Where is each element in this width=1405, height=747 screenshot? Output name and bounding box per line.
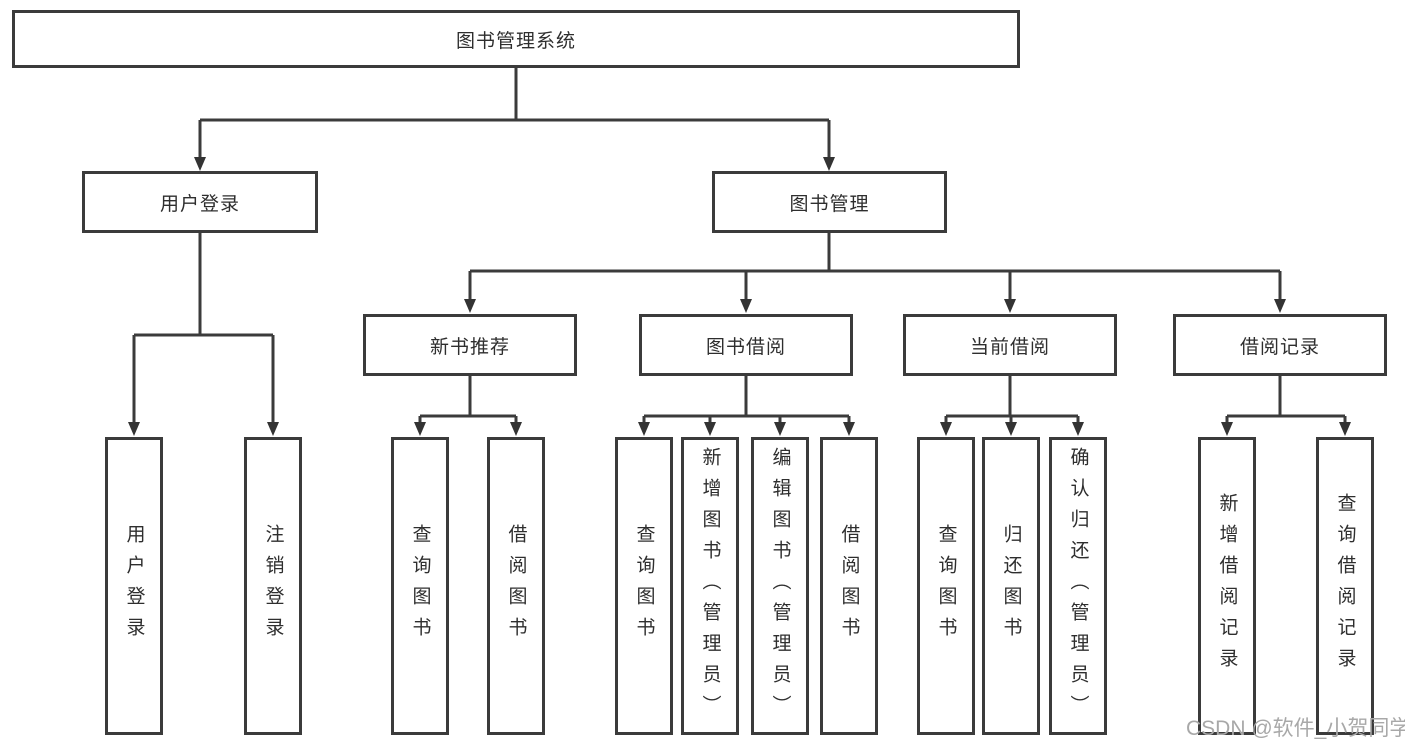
arrowhead — [843, 422, 855, 436]
leaf-current-return: 归还图书 — [982, 437, 1040, 735]
node-book-mgmt-label: 图书管理 — [789, 193, 870, 215]
leaf-borrow-borrow: 借阅图书 — [820, 437, 878, 735]
leaf-records-query-label: 查询借阅记录 — [1334, 493, 1356, 679]
arrowhead — [774, 422, 786, 436]
leaf-newbook-query: 查询图书 — [391, 437, 449, 735]
arrowhead — [1339, 422, 1351, 436]
leaf-records-add: 新增借阅记录 — [1198, 437, 1256, 735]
connector-current-borrow-children — [940, 376, 1084, 436]
node-borrow-records: 借阅记录 — [1173, 314, 1387, 376]
leaf-current-confirm: 确认归还（管理员） — [1049, 437, 1107, 735]
leaf-borrow-query-label: 查询图书 — [633, 524, 655, 648]
arrowhead — [1274, 299, 1286, 313]
connector-new-book-children — [414, 376, 522, 436]
node-book-borrow-label: 图书借阅 — [705, 336, 786, 358]
leaf-logout-label: 注销登录 — [262, 524, 284, 648]
arrowhead — [267, 422, 279, 436]
leaf-borrow-edit: 编辑图书（管理员） — [751, 437, 809, 735]
arrowhead — [1072, 422, 1084, 436]
node-new-book-rec-label: 新书推荐 — [429, 336, 510, 358]
leaf-current-query-label: 查询图书 — [935, 524, 957, 648]
node-user-login-label: 用户登录 — [159, 193, 240, 215]
node-current-borrow: 当前借阅 — [903, 314, 1117, 376]
leaf-newbook-borrow: 借阅图书 — [487, 437, 545, 735]
arrowhead — [1005, 422, 1017, 436]
leaf-borrow-borrow-label: 借阅图书 — [838, 524, 860, 648]
node-new-book-rec: 新书推荐 — [363, 314, 577, 376]
leaf-newbook-query-label: 查询图书 — [409, 524, 431, 648]
arrowhead — [1004, 299, 1016, 313]
leaf-current-confirm-label: 确认归还（管理员） — [1067, 446, 1089, 726]
arrowhead — [464, 299, 476, 313]
node-book-mgmt: 图书管理 — [712, 171, 947, 233]
leaf-borrow-edit-label: 编辑图书（管理员） — [769, 446, 791, 726]
arrowhead — [740, 299, 752, 313]
connector-user-login-children — [128, 233, 279, 436]
leaf-borrow-add: 新增图书（管理员） — [681, 437, 739, 735]
arrowhead — [128, 422, 140, 436]
arrowhead — [510, 422, 522, 436]
connector-book-borrow-children — [638, 376, 855, 436]
node-root: 图书管理系统 — [12, 10, 1020, 68]
leaf-user-login: 用户登录 — [105, 437, 163, 735]
arrowhead — [704, 422, 716, 436]
node-user-login: 用户登录 — [82, 171, 318, 233]
node-current-borrow-label: 当前借阅 — [969, 336, 1050, 358]
leaf-borrow-add-label: 新增图书（管理员） — [699, 446, 721, 726]
node-borrow-records-label: 借阅记录 — [1239, 336, 1320, 358]
leaf-newbook-borrow-label: 借阅图书 — [505, 524, 527, 648]
leaf-current-return-label: 归还图书 — [1000, 524, 1022, 648]
arrowhead — [638, 422, 650, 436]
leaf-user-login-label: 用户登录 — [123, 524, 145, 648]
leaf-current-query: 查询图书 — [917, 437, 975, 735]
arrowhead — [823, 157, 835, 171]
leaf-logout: 注销登录 — [244, 437, 302, 735]
watermark: CSDN @软件_小贺同学 — [1186, 717, 1405, 740]
arrowhead — [194, 157, 206, 171]
connector-root-to-level1 — [194, 68, 835, 171]
arrowhead — [1221, 422, 1233, 436]
connector-borrow-records-children — [1221, 376, 1351, 436]
node-book-borrow: 图书借阅 — [639, 314, 853, 376]
arrowhead — [940, 422, 952, 436]
leaf-records-add-label: 新增借阅记录 — [1216, 493, 1238, 679]
leaf-records-query: 查询借阅记录 — [1316, 437, 1374, 735]
arrowhead — [414, 422, 426, 436]
leaf-borrow-query: 查询图书 — [615, 437, 673, 735]
connector-book-mgmt-to-level2 — [464, 233, 1286, 313]
node-root-label: 图书管理系统 — [455, 30, 576, 52]
